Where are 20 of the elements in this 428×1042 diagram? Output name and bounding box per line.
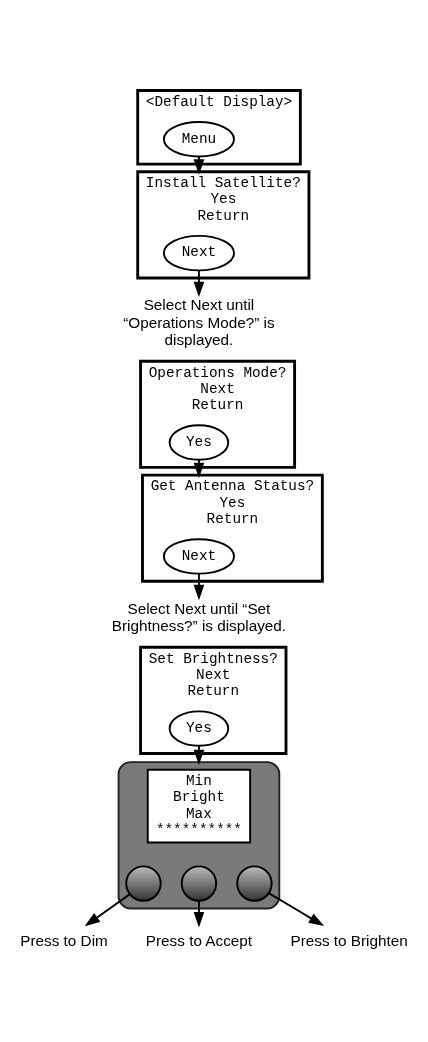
node-ellipse: Next — [162, 538, 235, 575]
node-ellipse: Next — [162, 234, 235, 272]
node-ellipse: Menu — [162, 121, 235, 158]
arrow — [267, 892, 325, 927]
arrow — [193, 269, 205, 297]
arrow — [193, 572, 205, 601]
node-circle — [236, 865, 273, 902]
arrow — [84, 893, 131, 927]
node-ellipse: Yes — [168, 424, 230, 461]
node-box: Min Bright Max ********** — [146, 768, 252, 844]
node-text: Select Next until “Operations Mode?” is displayed. — [123, 296, 275, 348]
node-circle — [180, 865, 218, 902]
node-text: Press to Accept — [145, 931, 253, 949]
arrow — [193, 899, 205, 928]
node-ellipse: Yes — [168, 710, 230, 747]
node-text: Press to Dim — [20, 931, 108, 949]
node-circle — [125, 865, 162, 902]
node-text: Press to Brighten — [290, 931, 408, 949]
node-text: Select Next until “Set Brightness?” is displayed. — [111, 599, 287, 634]
cluster — [117, 761, 281, 910]
